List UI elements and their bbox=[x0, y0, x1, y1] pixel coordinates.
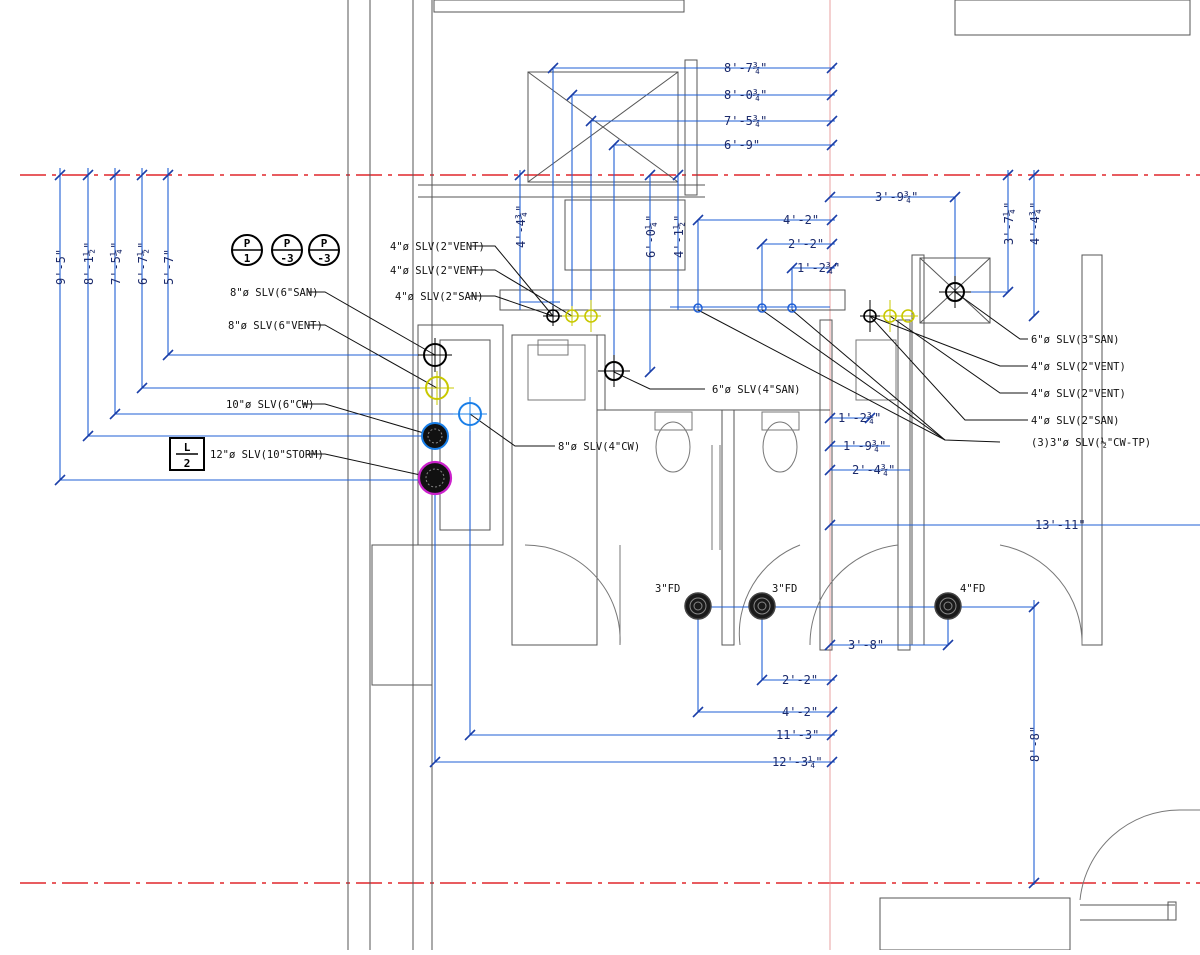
dim-top-3: 7'-5¾" bbox=[724, 114, 767, 128]
callout-san-6: 8"ø SLV(6"SAN) bbox=[230, 287, 319, 299]
dim-v-3-7: 3'-7¼" bbox=[1002, 202, 1016, 245]
floor-drain-icon bbox=[934, 592, 962, 620]
dim-mid-1-2: 1'-2¾" bbox=[838, 411, 881, 425]
floor-drains: 3"FD 3"FD 4"FD bbox=[655, 583, 985, 620]
dim-top-4: 6'-9" bbox=[724, 138, 760, 152]
svg-text:P: P bbox=[244, 237, 251, 250]
drain-label-2: 3"FD bbox=[772, 583, 797, 595]
drain-label-1: 3"FD bbox=[655, 583, 680, 595]
callout-right-san-2: 4"ø SLV(2"SAN) bbox=[1031, 415, 1120, 427]
dim-v-6-0: 6'-0¼" bbox=[644, 215, 658, 258]
dim-h-3-9: 3'-9¾" bbox=[875, 190, 918, 204]
dim-h-4-2: 4'-2" bbox=[783, 213, 819, 227]
callout-right-san-3: 6"ø SLV(3"SAN) bbox=[1031, 334, 1120, 346]
drain-label-3: 4"FD bbox=[960, 583, 985, 595]
dim-fd-2-2: 2'-2" bbox=[782, 673, 818, 687]
dim-h-2-2: 2'-2" bbox=[788, 237, 824, 251]
svg-text:-3: -3 bbox=[317, 252, 330, 265]
svg-text:2: 2 bbox=[184, 457, 191, 470]
dim-v-4-1: 4'-1½" bbox=[672, 215, 686, 258]
callout-san-4: 6"ø SLV(4"SAN) bbox=[712, 384, 801, 396]
dim-fd-4-2: 4'-2" bbox=[782, 705, 818, 719]
dim-mid-1-9: 1'-9¾" bbox=[843, 439, 886, 453]
dimension-texts: 8'-7¾" 8'-0¾" 7'-5¾" 6'-9" 9'-5" 8'-1½" … bbox=[54, 61, 1086, 769]
dim-left-5: 5'-7" bbox=[162, 249, 176, 285]
detail-tag-l2: L 2 bbox=[169, 437, 205, 471]
dim-b-11-3: 11'-3" bbox=[776, 728, 819, 742]
dim-left-4: 6'-7½" bbox=[136, 242, 150, 285]
detail-tag-p2: P -3 bbox=[271, 234, 303, 266]
svg-text:P: P bbox=[284, 237, 291, 250]
callout-vent-6: 8"ø SLV(6"VENT) bbox=[228, 320, 323, 332]
dim-top-2: 8'-0¾" bbox=[724, 88, 767, 102]
dim-long-13-11: 13'-11" bbox=[1035, 518, 1086, 532]
sleeve-callouts: 4"ø SLV(2"VENT) 4"ø SLV(2"VENT) 4"ø SLV(… bbox=[210, 241, 1151, 461]
pipe-sleeves bbox=[417, 276, 971, 496]
callout-storm: 12"ø SLV(10"STORM) bbox=[210, 449, 324, 461]
callout-leaders bbox=[302, 245, 1028, 479]
sleeve-cw-large-icon bbox=[421, 422, 449, 450]
dim-h-1-2: 1'-2¾" bbox=[797, 261, 840, 275]
callout-vent-1: 4"ø SLV(2"VENT) bbox=[390, 241, 485, 253]
sleeve-cw-tp-icon bbox=[693, 303, 703, 313]
detail-tag-p3: P -3 bbox=[308, 234, 340, 266]
dim-b-12-3: 12'-3¼" bbox=[772, 755, 823, 769]
dim-left-3: 7'-5¼" bbox=[109, 242, 123, 285]
dim-v-4-4: 4'-4¾" bbox=[514, 205, 528, 248]
floor-drain-icon bbox=[748, 592, 776, 620]
plumbing-fixtures bbox=[524, 339, 1083, 646]
svg-text:P: P bbox=[321, 237, 328, 250]
sleeve-cw-tp-icon bbox=[787, 303, 797, 313]
callout-cw-6: 10"ø SLV(6"CW) bbox=[226, 399, 315, 411]
svg-text:-3: -3 bbox=[280, 252, 293, 265]
callout-right-vent-1: 4"ø SLV(2"VENT) bbox=[1031, 361, 1126, 373]
dim-left-2: 8'-1½" bbox=[82, 242, 96, 285]
floor-drain-icon bbox=[684, 592, 712, 620]
sleeve-storm-icon bbox=[417, 460, 453, 496]
dimension-ticks bbox=[54, 62, 1040, 889]
svg-text:L: L bbox=[184, 441, 191, 454]
dim-v-8-8: 8'-8" bbox=[1028, 726, 1042, 762]
detail-tags: P 1 P -3 P -3 L 2 bbox=[169, 234, 340, 471]
svg-text:1: 1 bbox=[244, 252, 251, 265]
callout-san-1: 4"ø SLV(2"SAN) bbox=[395, 291, 484, 303]
architectural-walls bbox=[347, 0, 1200, 951]
callout-cw-tp: (3)3"ø SLV(½"CW-TP) bbox=[1031, 437, 1151, 449]
detail-tag-p1: P 1 bbox=[231, 234, 263, 266]
dim-v-4-4b: 4'-4¾" bbox=[1028, 202, 1042, 245]
dim-top-1: 8'-7¾" bbox=[724, 61, 767, 75]
callout-right-vent-2: 4"ø SLV(2"VENT) bbox=[1031, 388, 1126, 400]
sleeve-cw-tp-icon bbox=[757, 303, 767, 313]
callout-cw-4: 8"ø SLV(4"CW) bbox=[558, 441, 640, 453]
dim-left-1: 9'-5" bbox=[54, 249, 68, 285]
dim-fd-3-8: 3'-8" bbox=[848, 638, 884, 652]
callout-vent-2: 4"ø SLV(2"VENT) bbox=[390, 265, 485, 277]
dim-mid-2-4: 2'-4¾" bbox=[852, 463, 895, 477]
